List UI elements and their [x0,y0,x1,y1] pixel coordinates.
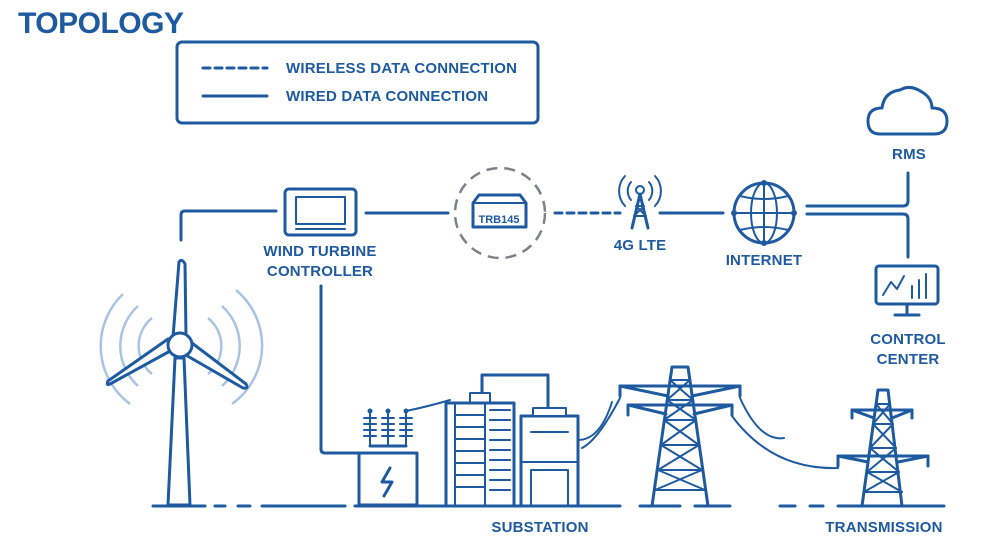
wired-link-internet-control-center [805,212,910,259]
legend-wireless-label: WIRELESS DATA CONNECTION [286,60,517,77]
controller-label-line2: CONTROLLER [267,263,373,280]
rms-label: RMS [892,146,926,163]
lte-label: 4G LTE [614,237,667,254]
internet-label: INTERNET [726,252,803,269]
control-center-label-line2: CENTER [877,351,940,368]
controller-screen-icon [283,187,358,237]
wired-link-controller-substation [319,284,360,455]
monitor-chart-icon [874,264,940,317]
page-title: TOPOLOGY [18,7,184,40]
legend: WIRELESS DATA CONNECTION WIRED DATA CONN… [175,40,540,125]
connection-lines [179,171,910,455]
power-pylon-icon [836,388,930,508]
globe-icon [731,180,797,246]
cell-tower-icon [618,175,662,230]
wired-link-turbine-controller [179,209,278,242]
wind-turbine-icon [99,258,264,507]
cloud-icon [866,85,949,136]
substation-label: SUBSTATION [491,519,588,536]
legend-wired-label: WIRED DATA CONNECTION [286,88,488,105]
power-pylon-icon [581,365,839,508]
wired-link-internet-rms [805,171,910,208]
router-icon [471,193,528,229]
router-label: TRB145 [479,214,520,226]
substation-building-icon [444,373,613,508]
controller-label-line1: WIND TURBINE [263,243,376,260]
router-node: TRB145 [453,166,547,260]
transformer-icon [357,399,451,507]
control-center-label-line1: CONTROL [870,331,946,348]
transmission-label: TRANSMISSION [825,519,942,536]
